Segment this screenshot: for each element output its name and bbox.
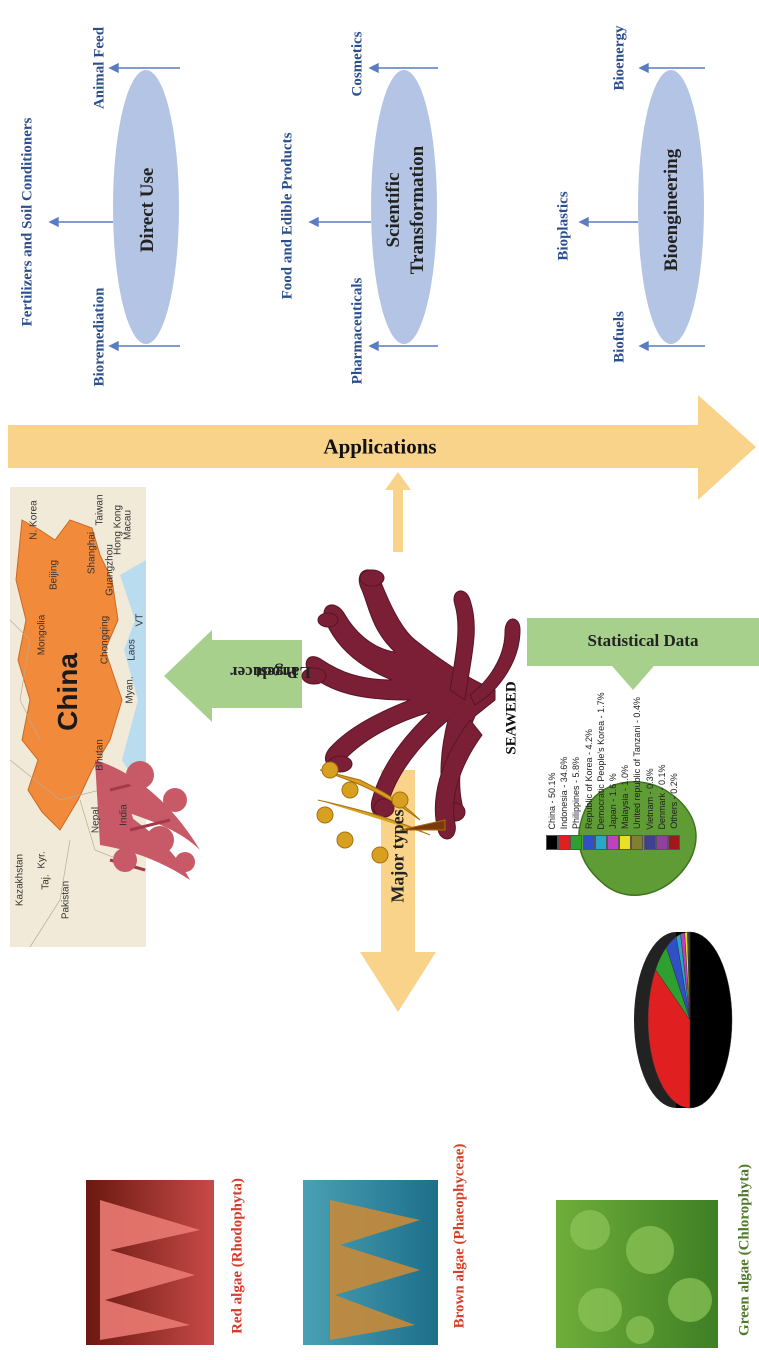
seaweed-label: SEAWEED	[503, 681, 520, 755]
statistical-data-label: Statistical Data	[587, 631, 699, 650]
legend-swatch	[655, 835, 668, 850]
scientific-label-2: Transformation	[407, 145, 428, 275]
legend-swatch	[594, 835, 607, 850]
use-animal-feed: Animal Feed	[91, 26, 108, 110]
major-types-label: Major types	[387, 809, 408, 903]
use-cosmetics: Cosmetics	[349, 31, 366, 97]
legend-label: China - 50.1%	[547, 771, 557, 830]
green-algae-label: Green algae (Chlorophyta)	[736, 1164, 753, 1336]
legend-label: Indonesia - 34.6%	[559, 756, 570, 829]
map-label: Myan.	[124, 676, 136, 704]
legend-swatch	[668, 835, 680, 850]
map-label: N. Korea	[28, 500, 40, 540]
direct-use-label: Direct Use	[137, 167, 158, 253]
legend-swatch	[570, 835, 583, 850]
use-biofuels: Biofuels	[611, 311, 628, 363]
map-label: Macau	[122, 509, 134, 541]
legend-label: Philippines - 5.8%	[571, 756, 582, 830]
scientific-label-1: Scientific	[383, 172, 404, 248]
legend-swatch	[607, 835, 619, 850]
map-label: Mongolia	[36, 614, 48, 656]
map-label: Kyr.	[36, 851, 48, 869]
use-bioenergy: Bioenergy	[611, 25, 628, 91]
legend-label: Denmark - 0.1%	[656, 763, 667, 830]
largest-producer-arrow	[164, 630, 302, 722]
legend-swatch	[631, 835, 644, 850]
map-label: Shanghai	[86, 531, 98, 575]
legend-label: Vietnam - 0.3%	[644, 767, 655, 830]
map-label: VT	[134, 613, 146, 627]
red-algae-label: Red algae (Rhodophyta)	[229, 1178, 246, 1334]
map-label: Bhutan	[94, 739, 106, 771]
use-fertilizers: Fertilizers and Soil Conditioners	[19, 117, 36, 327]
statistical-data-arrow	[527, 618, 759, 690]
brown-algae-illustration	[303, 761, 446, 1345]
use-pharmaceuticals: Pharmaceuticals	[349, 277, 366, 385]
map-label: Laos	[126, 639, 138, 661]
green-algae-illustration	[556, 781, 718, 1348]
map-label: India	[118, 804, 130, 826]
ellipse-bioengineering	[638, 70, 704, 344]
legend-swatch	[582, 835, 595, 850]
use-bioplastics: Bioplastics	[555, 191, 572, 261]
ellipse-direct-use	[113, 70, 179, 344]
pie-slice-china	[689, 931, 733, 1109]
applications-arrow	[8, 395, 756, 500]
map-label: Beijing	[48, 559, 60, 591]
legend-swatch	[643, 835, 656, 850]
major-types-arrow	[360, 770, 436, 1012]
legend-label: Others - 0.2%	[669, 773, 679, 829]
map-label: Taiwan	[94, 494, 106, 526]
largest-producer-line2: Producer	[230, 663, 298, 682]
map-label: Nepal	[90, 806, 102, 834]
brown-algae-label: Brown algae (Phaeophyceae)	[451, 1143, 468, 1329]
legend-swatch	[619, 835, 632, 850]
legend-label: United republic of Tanzani - 0.4%	[632, 697, 643, 829]
pie-slice-others	[689, 931, 691, 1021]
map-label: Pakistan	[60, 880, 72, 920]
map-label: Chongqing	[99, 615, 111, 665]
use-food: Food and Edible Products	[279, 132, 296, 300]
application-pointers	[48, 62, 705, 352]
ellipse-scientific	[371, 70, 437, 344]
bioengineering-label: Bioengineering	[661, 148, 682, 272]
pie-slice-indonesia	[647, 969, 691, 1109]
seaweed-to-applications-arrow	[385, 472, 411, 552]
map-label: Taj.	[40, 874, 52, 890]
red-algae-illustration	[86, 760, 214, 1345]
seaweed-illustration	[301, 569, 521, 840]
legend-swatch	[558, 835, 571, 850]
legend-label: Democratic People's Korea - 1.7%	[595, 691, 606, 830]
legend-label: Malaysia - 1.0%	[620, 764, 631, 830]
legend-swatch	[546, 835, 558, 850]
applications-label: Applications	[323, 434, 437, 459]
map-china-label: China	[52, 653, 83, 731]
legend-label: Republic of Korea - 4.2%	[583, 728, 594, 830]
map-label: Kazakhstan	[14, 853, 26, 907]
legend-label: Japan - 1.6 %	[608, 773, 618, 829]
use-bioremediation: Bioremediation	[91, 287, 108, 387]
production-pie-chart	[634, 931, 733, 1109]
